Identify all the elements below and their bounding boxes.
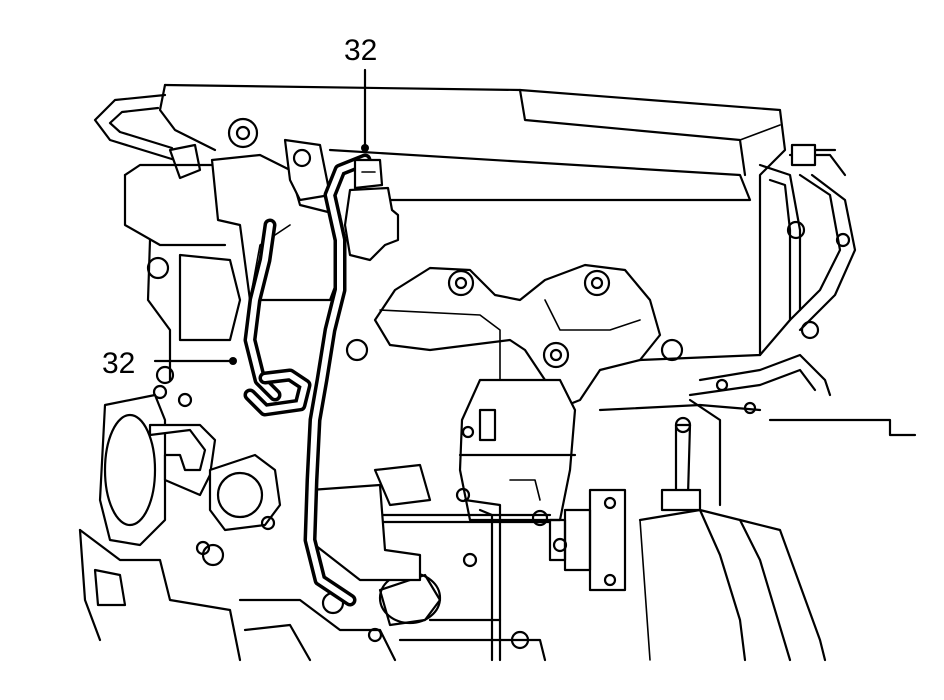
- lower-right-casing: [638, 508, 827, 662]
- hose-32-lower: [243, 218, 312, 417]
- left-fuel-pipes: [93, 93, 227, 247]
- engine-base: [78, 528, 397, 662]
- actuator-canister: [308, 463, 442, 627]
- right-pipes: [598, 143, 917, 507]
- engine-block-left: [146, 238, 242, 408]
- alternator: [98, 393, 282, 567]
- manifold-stud-4: [345, 338, 369, 362]
- hose-32-upper: [303, 153, 372, 607]
- sensor-pipe: [660, 416, 702, 512]
- manifold-stud-3: [542, 341, 570, 369]
- leader-dot-top: [361, 144, 369, 152]
- hose-bracket: [210, 138, 347, 302]
- cover-bolt-left: [227, 117, 259, 149]
- lower-pipes: [398, 498, 568, 662]
- hose-fitting-top: [343, 158, 400, 262]
- manifold-stud-5: [660, 338, 684, 362]
- callout-label-top: 32: [344, 34, 377, 67]
- callout-leaders: [153, 68, 369, 365]
- leader-dot-left: [229, 357, 237, 365]
- flange-valve: [378, 487, 627, 592]
- manifold-stud-1: [447, 269, 475, 297]
- callout-label-left: 32: [102, 347, 135, 380]
- exhaust-manifold: [345, 263, 684, 412]
- center-housing: [458, 378, 577, 522]
- manifold-stud-2: [583, 269, 611, 297]
